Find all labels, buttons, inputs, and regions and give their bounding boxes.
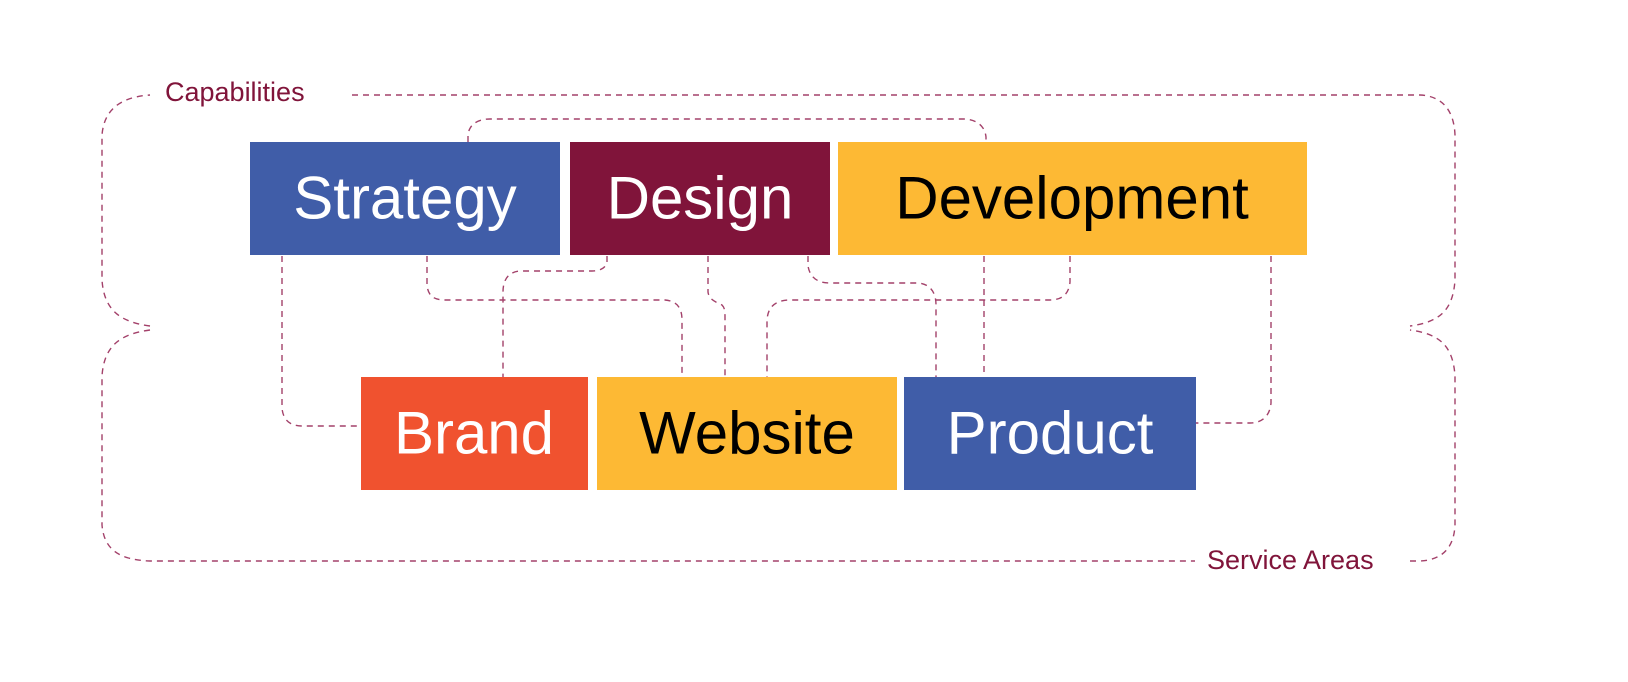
service-area-brand: Brand	[361, 377, 588, 490]
brand-box	[361, 377, 588, 490]
capabilities-brace-top	[352, 94, 1456, 327]
website-label: Website	[639, 400, 855, 467]
connector-development-product-right	[1196, 256, 1272, 424]
product-label: Product	[947, 400, 1154, 467]
connector-strategy-development	[467, 118, 987, 142]
design-box	[570, 142, 830, 255]
strategy-label: Strategy	[293, 165, 516, 232]
design-label: Design	[607, 165, 794, 232]
website-box	[597, 377, 897, 490]
capabilities-label: Capabilities	[165, 77, 305, 107]
strategy-box	[250, 142, 560, 255]
connector-strategy-website	[426, 256, 683, 377]
development-box	[838, 142, 1307, 255]
development-label: Development	[895, 165, 1249, 232]
capability-development: Development	[838, 142, 1307, 255]
connector-design-brand	[502, 256, 608, 377]
connector-strategy-brand	[281, 256, 361, 427]
service-areas-brace	[101, 329, 1195, 562]
capabilities-brace	[101, 94, 151, 327]
product-box	[904, 377, 1196, 490]
connector-design-website	[707, 256, 726, 377]
service-area-product: Product	[904, 377, 1196, 490]
service-areas-brace-right	[1409, 329, 1456, 562]
connector-design-product	[807, 256, 937, 377]
brand-label: Brand	[394, 400, 554, 467]
service-areas-label: Service Areas	[1207, 545, 1374, 575]
connector-development-website	[766, 256, 1071, 377]
capability-strategy: Strategy	[250, 142, 560, 255]
capability-design: Design	[570, 142, 830, 255]
service-area-website: Website	[597, 377, 897, 490]
